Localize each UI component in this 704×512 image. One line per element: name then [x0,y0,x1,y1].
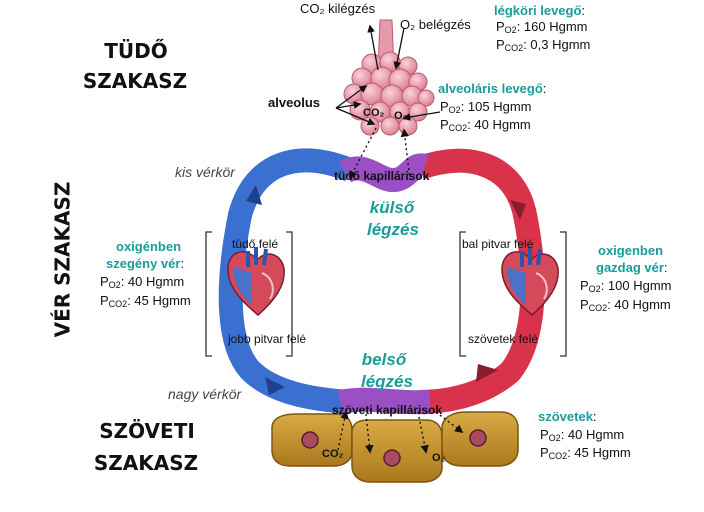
cell-nucleus [383,449,401,467]
tissues-po2: PO2: 40 Hgmm [540,427,625,443]
tissue-cells [271,411,519,483]
alveolus-co2-label: CO₂ [363,107,385,119]
atmospheric-pco2: PCO2: 0,3 Hgmm [496,37,591,53]
internal-respiration-1: belső [361,350,407,369]
tissue-capillary-band [337,387,431,415]
deoxygenated-po2-value: : 40 Hgmm [120,274,185,289]
o2-inhale-label: O₂ belégzés [400,17,471,32]
alveolar-po2-value: : 105 Hgmm [460,99,532,114]
oxygenated-po2-value: : 100 Hgmm [600,278,672,293]
flow-arrow-up [246,185,262,205]
to-lung-label: tüdő felé [232,237,279,251]
tissue-o2-label: O₂ [432,452,446,464]
to-left-atrium-label: bal pitvar felé [462,237,534,251]
lung-section-label-1: TÜDŐ [104,39,168,63]
atmospheric-pco2-value: : 0,3 Hgmm [523,37,591,52]
co2-exhale-label: CO₂ kilégzés [300,1,376,16]
circulation-loop [218,148,545,415]
external-respiration-2: légzés [367,220,419,239]
alveolar-pco2-value: : 40 Hgmm [467,117,531,132]
oxygenated-pco2: PCO2: 40 Hgmm [580,297,671,313]
deoxygenated-title-1: oxigénben [116,239,182,254]
tissues-pco2-value: : 45 Hgmm [567,445,631,460]
cell-nucleus [469,429,487,447]
brackets [205,231,567,357]
deoxygenated-title-2: szegény vér: [106,256,185,271]
cell-nucleus [301,431,319,449]
atmospheric-po2-value: : 160 Hgmm [516,19,588,34]
lung-capillary-band [338,153,429,193]
oxygenated-po2: PO2: 100 Hgmm [580,278,672,294]
tissues-pco2: PCO2: 45 Hgmm [540,445,631,461]
bracket-left-outer [205,231,212,357]
flow-arrow-right-bottom [476,364,498,382]
alveolar-air-title: alveoláris levegő: [438,81,547,96]
atmospheric-air-title: légköri levegő: [494,3,586,18]
alveolar-pco2: PCO2: 40 Hgmm [440,117,531,133]
lung-exchange-arrows [349,127,411,181]
tissue-capillaries-label: szöveti kapillárisok [332,403,443,417]
bracket-left-inner [286,231,293,357]
atmospheric-po2: PO2: 160 Hgmm [496,19,588,35]
oxygenated-pco2-value: : 40 Hgmm [607,297,671,312]
air-arrows [335,24,441,126]
bracket-right-inner [459,231,466,357]
heart-right [501,247,559,316]
deoxygenated-po2: PO2: 40 Hgmm [100,274,185,290]
tissue-exchange-arrows [337,410,464,454]
bracket-right-outer [560,231,567,357]
to-tissues-label: szövetek felé [468,332,539,346]
oxygenated-title-2: gazdag vér: [596,260,668,275]
tissue-section-label-2: SZAKASZ [93,451,199,475]
heart-left [227,247,285,316]
alveolus-label: alveolus [268,95,321,110]
flow-arrow-down [510,200,526,220]
alveolus-o2-label: O₂ [394,110,408,122]
deoxygenated-pco2-value: : 45 Hgmm [127,293,191,308]
internal-respiration-2: légzés [361,372,413,391]
blood-section-label: VÉR SZAKASZ [50,181,75,338]
tissues-po2-value: : 40 Hgmm [560,427,625,442]
alveolar-po2: PO2: 105 Hgmm [440,99,532,115]
deoxygenated-pco2: PCO2: 45 Hgmm [100,293,191,309]
tissue-section-label-1: SZÖVETI [99,419,195,443]
lung-section-label-2: SZAKASZ [82,69,188,93]
oxygenated-title-1: oxigenben [598,243,664,258]
pulmonary-circuit-label: kis vérkör [175,164,235,180]
alveolus-sac [417,89,435,107]
lung-capillaries-label: tüdő kapillárisok [334,169,430,183]
tissue-co2-label: CO₂ [322,448,344,460]
tissues-title: szövetek: [538,409,597,424]
external-respiration-1: külső [369,198,415,217]
to-right-atrium-label: jobb pitvar felé [228,332,307,346]
pulmonary-artery-path [218,148,355,414]
systemic-circuit-label: nagy vérkör [168,386,242,402]
flow-arrow-left-bottom [265,377,285,395]
